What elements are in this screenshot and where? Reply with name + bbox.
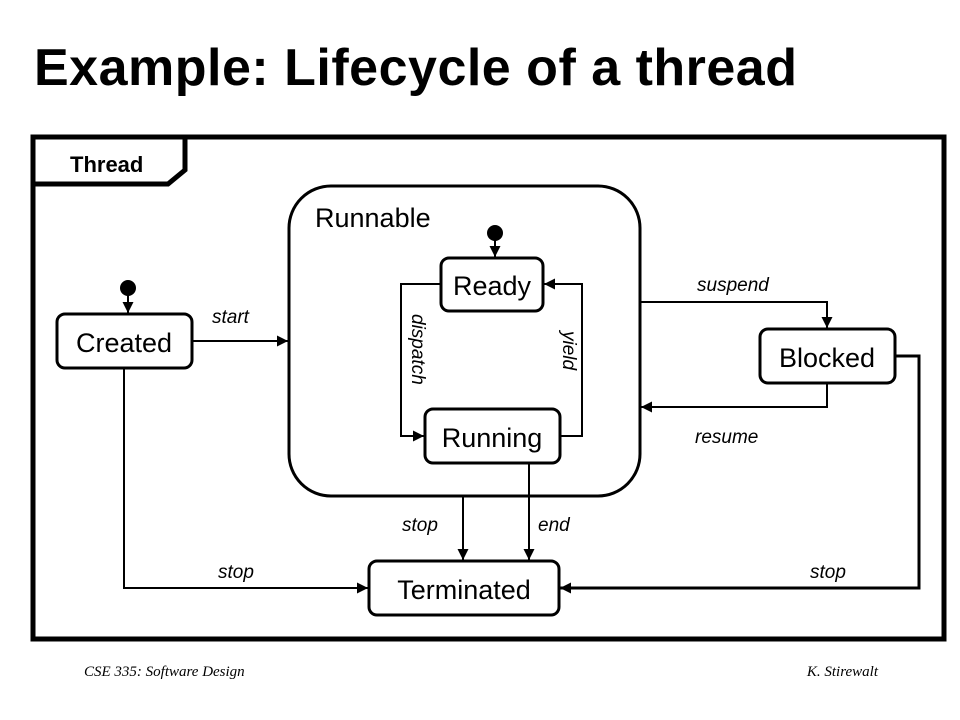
transition-yield — [544, 278, 583, 437]
label-resume: resume — [695, 427, 758, 448]
transition-stop-blocked — [560, 354, 921, 594]
label-stop-runnable: stop — [402, 515, 438, 536]
label-end: end — [538, 515, 571, 536]
label-start: start — [212, 307, 250, 328]
terminated-label: Terminated — [397, 575, 531, 605]
frame-label-tab — [35, 139, 188, 187]
runnable-state — [287, 184, 642, 498]
runnable-label: Runnable — [315, 203, 431, 233]
label-stop-blocked: stop — [810, 562, 846, 583]
initial-state-runnable — [487, 225, 503, 241]
ready-label: Ready — [453, 271, 532, 301]
transition-resume — [641, 383, 828, 413]
page-title: Example: Lifecycle of a thread — [34, 39, 798, 97]
frame-label: Thread — [70, 152, 143, 177]
thread-frame — [30, 134, 947, 642]
transition-stop-created — [123, 368, 368, 594]
initial-state-thread — [120, 280, 136, 296]
footer-author: K. Stirewalt — [806, 664, 878, 680]
running-label: Running — [442, 423, 543, 453]
label-stop-created: stop — [218, 562, 254, 583]
label-suspend: suspend — [697, 275, 770, 296]
transition-suspend — [640, 301, 833, 328]
terminated-state — [367, 559, 561, 617]
created-label: Created — [76, 328, 172, 358]
transition-dispatch — [400, 283, 441, 442]
label-yield: yield — [558, 329, 579, 372]
footer-course: CSE 335: Software Design — [84, 664, 245, 680]
blocked-label: Blocked — [779, 343, 875, 373]
label-dispatch: dispatch — [407, 314, 428, 385]
